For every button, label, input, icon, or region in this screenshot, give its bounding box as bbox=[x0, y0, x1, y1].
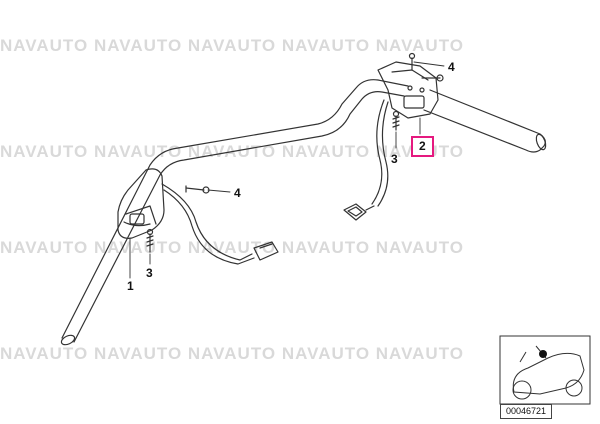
callout-part-2: 2 bbox=[411, 136, 434, 157]
callout-part-4-left: 4 bbox=[234, 186, 241, 200]
screw-left-4 bbox=[185, 185, 210, 194]
screw-top-4 bbox=[408, 52, 416, 71]
left-wire-harness bbox=[161, 183, 279, 265]
callout-part-4-top: 4 bbox=[448, 60, 455, 74]
screw-left-3 bbox=[146, 228, 154, 253]
right-switch-unit bbox=[377, 61, 444, 119]
callout-part-3-right: 3 bbox=[391, 152, 398, 166]
callout-part-3-left: 3 bbox=[146, 266, 153, 280]
screw-right-3 bbox=[392, 110, 400, 131]
diagram-reference-number: 00046721 bbox=[500, 404, 552, 419]
leader-lines bbox=[129, 61, 445, 279]
left-switch-unit bbox=[117, 168, 165, 239]
right-wire-harness bbox=[343, 99, 389, 221]
handlebar-tube bbox=[60, 79, 547, 346]
callout-part-1: 1 bbox=[127, 279, 134, 293]
inset-thumbnail bbox=[499, 335, 591, 405]
